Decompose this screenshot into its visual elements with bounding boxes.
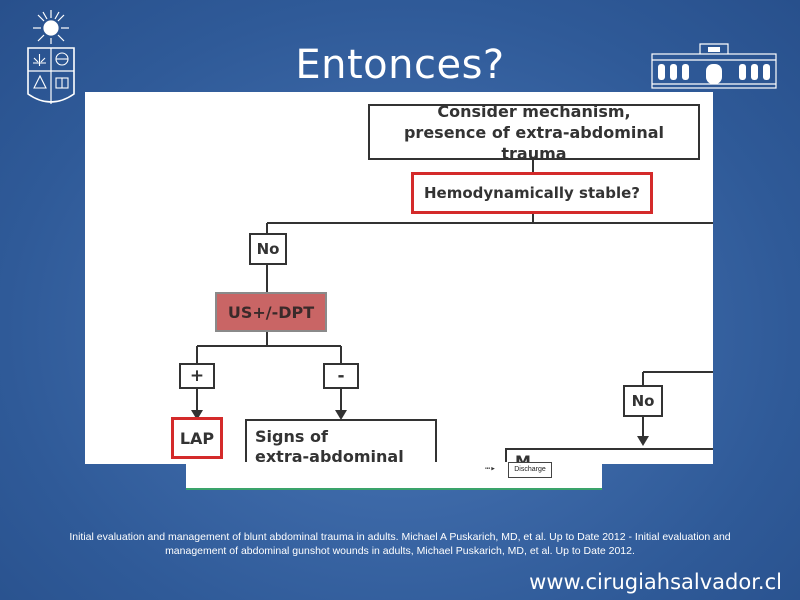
node-cut-off: M bbox=[505, 448, 713, 464]
node-positive: + bbox=[179, 363, 215, 389]
node-no-unstable: No bbox=[249, 233, 287, 265]
node-consider-mechanism-line2: presence of extra-abdominal trauma bbox=[403, 122, 665, 163]
node-discharge: Discharge bbox=[508, 462, 552, 478]
website-link[interactable]: www.cirugiahsalvador.cl bbox=[529, 570, 782, 594]
node-signs-line2: extra-abdominal bbox=[255, 447, 404, 464]
node-lap: LAP bbox=[171, 417, 223, 459]
node-us-dpt: US+/-DPT bbox=[215, 292, 327, 332]
node-signs-extra-abdominal: Signs of extra-abdominal bbox=[245, 419, 437, 464]
node-no-right: No bbox=[623, 385, 663, 417]
university-crest-icon bbox=[22, 8, 80, 117]
node-consider-mechanism-line1: Consider mechanism, bbox=[437, 101, 631, 121]
dotted-arrow-icon: ⋯▸ bbox=[485, 464, 496, 474]
node-consider-mechanism: Consider mechanism, presence of extra-ab… bbox=[368, 101, 700, 163]
citation-text: Initial evaluation and management of blu… bbox=[69, 531, 731, 557]
building-facade-icon bbox=[650, 40, 778, 97]
flowchart-connectors bbox=[191, 160, 713, 446]
node-hemodynamically-stable: Hemodynamically stable? bbox=[411, 172, 653, 214]
node-signs-line1: Signs of bbox=[255, 427, 328, 446]
node-negative: - bbox=[323, 363, 359, 389]
flowchart-panel: Consider mechanism, presence of extra-ab… bbox=[85, 92, 713, 464]
slide-title: Entonces? bbox=[295, 42, 505, 88]
